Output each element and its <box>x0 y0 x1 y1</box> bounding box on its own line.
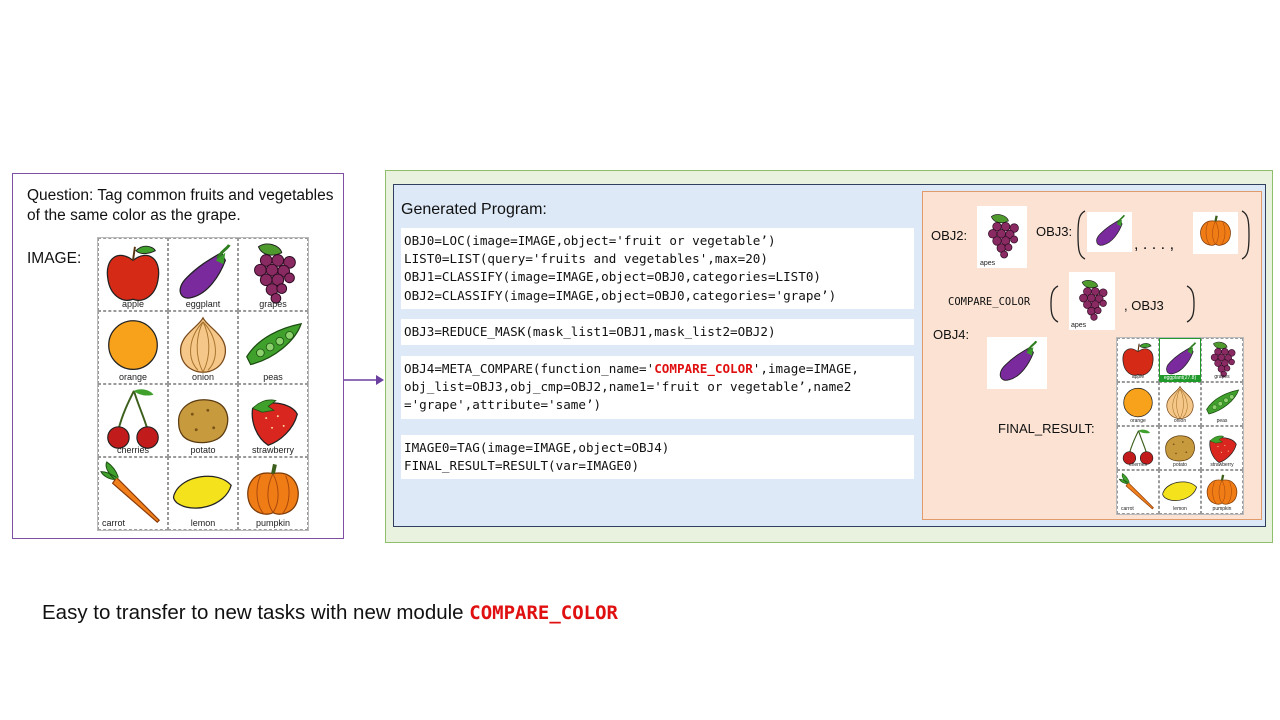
code-block-3: OBJ4=META_COMPARE(function_name='COMPARE… <box>401 356 914 419</box>
code-line: ='grape',attribute='same’) <box>404 397 602 413</box>
right-paren-icon <box>1186 285 1195 323</box>
code-line: LIST0=LIST(query='fruits and vegetables'… <box>404 251 768 267</box>
produce-label: carrot <box>102 518 126 528</box>
produce-label: lemon <box>190 518 216 528</box>
produce-label: potato <box>190 445 216 455</box>
code-line: obj_list=OBJ3,obj_cmp=OBJ2,name1='fruit … <box>404 379 852 395</box>
produce-label: onion <box>191 372 215 382</box>
produce-cell-pumpkin: pumpkin <box>238 457 308 530</box>
produce-cell-cherries: cherries <box>98 384 168 457</box>
program-title: Generated Program: <box>401 201 547 218</box>
obj2-label: OBJ2: <box>931 228 968 243</box>
code-line: OBJ4=META_COMPARE(function_name='COMPARE… <box>404 360 911 378</box>
code-line: FINAL_RESULT=RESULT(var=IMAGE0) <box>404 458 640 474</box>
code-line: OBJ1=CLASSIFY(image=IMAGE,object=OBJ0,ca… <box>404 269 822 285</box>
produce-cell-potato: potato <box>1159 426 1201 470</box>
eggplant-icon <box>1087 212 1132 252</box>
produce-label: pumpkin <box>255 518 291 528</box>
produce-cell-onion: onion <box>1159 382 1201 426</box>
produce-label: peas <box>1216 418 1228 424</box>
obj4-crop-eggplant <box>987 337 1047 389</box>
left-bracket-icon <box>1077 210 1086 260</box>
obj3-crop-pumpkin <box>1193 212 1238 254</box>
produce-cell-cherries: cherries <box>1117 426 1159 470</box>
right-bracket-icon <box>1241 210 1250 260</box>
crop-label: apes <box>1071 322 1087 329</box>
produce-cell-potato: potato <box>168 384 238 457</box>
produce-label: apple <box>1131 374 1145 380</box>
question-panel: Question: Tag common fruits and vegetabl… <box>12 173 344 539</box>
produce-label: eggplant <box>185 299 221 309</box>
code-line: OBJ3=REDUCE_MASK(mask_list1=OBJ1,mask_li… <box>404 324 776 339</box>
obj3-label: OBJ3: <box>1036 224 1073 239</box>
produce-label: cherries <box>116 445 149 455</box>
produce-label: grapes <box>259 299 287 309</box>
code-block-1: OBJ0=LOC(image=IMAGE,object='fruit or ve… <box>401 228 914 309</box>
produce-label: carrot <box>1121 506 1134 512</box>
question-text: Question: Tag common fruits and vegetabl… <box>27 187 334 224</box>
code-line: OBJ0=LOC(image=IMAGE,object='fruit or ve… <box>404 233 776 248</box>
produce-cell-pumpkin: pumpkin <box>1201 470 1243 514</box>
final-result-grid: apple eggplant(27.8) grapes orange onion… <box>1116 337 1244 515</box>
obj2-crop: apes <box>977 206 1027 268</box>
produce-cell-apple: apple <box>98 238 168 311</box>
produce-cell-carrot: carrot <box>98 457 168 530</box>
produce-label: strawberry <box>251 445 294 455</box>
code-block-2: OBJ3=REDUCE_MASK(mask_list1=OBJ1,mask_li… <box>401 319 914 346</box>
code-line: IMAGE0=TAG(image=IMAGE,object=OBJ4) <box>404 440 670 455</box>
caption-module-highlight: COMPARE_COLOR <box>469 602 618 624</box>
obj3-crop-eggplant <box>1087 212 1132 252</box>
produce-label: strawberry <box>1210 462 1234 468</box>
produce-cell-grapes: grapes <box>238 238 308 311</box>
produce-cell-lemon: lemon <box>1159 470 1201 514</box>
caption-text: Easy to transfer to new tasks with new m… <box>42 601 470 624</box>
grapes-icon <box>977 206 1027 268</box>
image-label: IMAGE: <box>27 250 82 267</box>
caption: Easy to transfer to new tasks with new m… <box>42 601 618 625</box>
produce-label: orange <box>1130 418 1146 424</box>
obj4-label: OBJ4: <box>933 327 970 342</box>
produce-cell-onion: onion <box>168 311 238 384</box>
produce-label: peas <box>263 372 283 382</box>
code-text: ',image=IMAGE, <box>752 361 859 376</box>
code-text: OBJ4=META_COMPARE(function_name=' <box>404 361 655 376</box>
produce-label: apple <box>121 299 145 309</box>
produce-label: potato <box>1173 462 1187 468</box>
produce-label: pumpkin <box>1212 506 1232 512</box>
compare-argument: , OBJ3 <box>1124 298 1164 313</box>
produce-label: grapes <box>1214 374 1230 380</box>
produce-cell-apple: apple <box>1117 338 1159 382</box>
produce-cell-orange: orange <box>98 311 168 384</box>
produce-cell-strawberry: strawberry <box>1201 426 1243 470</box>
eggplant-icon <box>987 337 1047 389</box>
produce-cell-peas: peas <box>238 311 308 384</box>
code-line: OBJ2=CLASSIFY(image=IMAGE,object=OBJ0,ca… <box>404 287 837 303</box>
final-result-label: FINAL_RESULT: <box>998 421 1095 436</box>
produce-label: orange <box>118 372 148 382</box>
produce-cell-eggplant: eggplant <box>168 238 238 311</box>
code-block-4: IMAGE0=TAG(image=IMAGE,object=OBJ4) FINAL… <box>401 435 914 480</box>
tag-label: eggplant(27.8) <box>1160 375 1200 381</box>
produce-cell-peas: peas <box>1201 382 1243 426</box>
produce-image-grid: apple eggplant grapes orange onion peas … <box>97 237 309 531</box>
tagged-cell-eggplant: eggplant(27.8) <box>1159 338 1201 382</box>
produce-cell-carrot: carrot <box>1117 470 1159 514</box>
produce-label: cherries <box>1129 462 1147 468</box>
pumpkin-icon <box>1193 212 1238 254</box>
produce-cell-grapes: grapes <box>1201 338 1243 382</box>
produce-cell-orange: orange <box>1117 382 1159 426</box>
arrow-right-icon <box>344 375 384 385</box>
compare-color-label: COMPARE_COLOR <box>948 296 1031 308</box>
crop-label: apes <box>980 260 996 267</box>
left-paren-icon <box>1050 285 1059 323</box>
compare-grape-crop: apes <box>1069 272 1115 330</box>
produce-label: onion <box>1173 418 1187 424</box>
produce-cell-strawberry: strawberry <box>238 384 308 457</box>
module-highlight: COMPARE_COLOR <box>654 361 753 376</box>
produce-label: lemon <box>1173 506 1187 512</box>
ellipsis: , . . . , <box>1134 236 1175 253</box>
produce-cell-lemon: lemon <box>168 457 238 530</box>
